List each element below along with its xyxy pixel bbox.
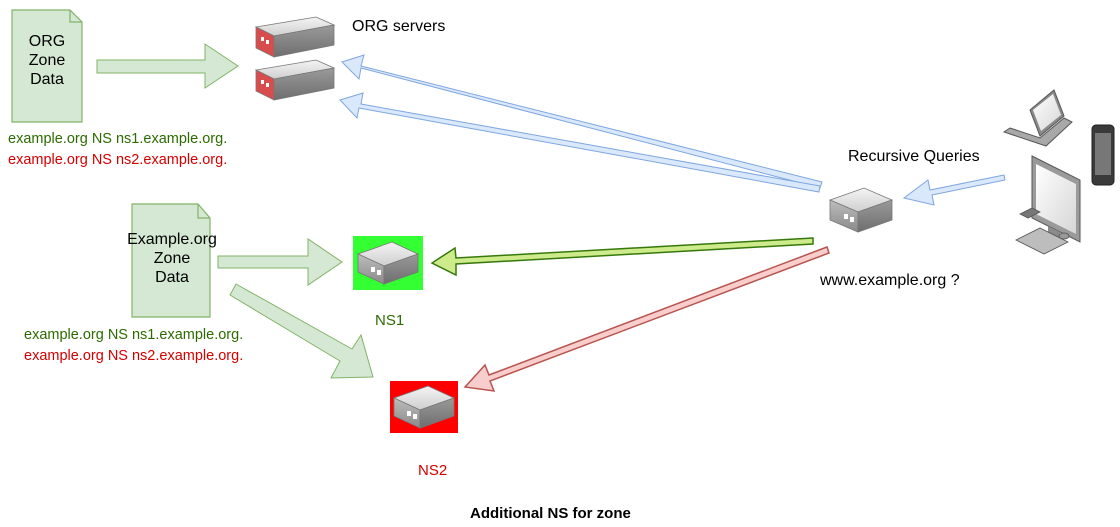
recursive-queries-label: Recursive Queries (848, 148, 980, 165)
org-zone-document (11, 9, 83, 123)
arrow-resolver-to-ns2 (463, 246, 830, 392)
example-zone-document (131, 203, 211, 318)
org-server-bottom (254, 59, 336, 101)
desktop-computer-icon (1015, 155, 1081, 255)
org-server-top (254, 16, 336, 58)
arrow-resolver-to-org-lower (339, 92, 821, 193)
example-record-ns1: example.org NS ns1.example.org. (24, 327, 244, 343)
smartphone-icon (1091, 124, 1115, 186)
diagram-title: Additional NS for zone (470, 505, 631, 522)
example-zone-line-3: Data (155, 269, 189, 286)
org-zone-line-3: Data (30, 71, 64, 88)
arrow-example-zone-to-ns2 (229, 283, 374, 379)
query-label: www.example.org ? (820, 272, 960, 289)
org-zone-doc-label: ORG Zone Data (12, 32, 82, 89)
recursive-resolver (828, 187, 894, 233)
arrow-example-zone-to-ns1 (217, 238, 343, 286)
ns1-label: NS1 (375, 312, 405, 329)
example-record-ns2: example.org NS ns2.example.org. (24, 348, 244, 364)
example-zone-line-2: Zone (153, 250, 191, 267)
arrow-org-zone-to-servers (96, 43, 239, 89)
example-zone-line-1: Example.org (127, 231, 217, 248)
ns1-server (353, 236, 423, 290)
ns2-label: NS2 (418, 462, 448, 479)
ns2-server (390, 381, 458, 433)
arrow-resolver-to-org-upper (341, 54, 823, 189)
org-record-ns2: example.org NS ns2.example.org. (8, 152, 228, 168)
org-zone-line-1: ORG (28, 33, 66, 50)
org-zone-line-2: Zone (28, 52, 66, 69)
example-zone-doc-label: Example.org Zone Data (112, 230, 232, 287)
arrow-client-to-resolver (902, 174, 1006, 206)
arrow-resolver-to-ns1 (430, 237, 814, 277)
org-record-ns1: example.org NS ns1.example.org. (8, 131, 228, 147)
laptop-icon (1002, 89, 1073, 147)
org-servers-label: ORG servers (352, 18, 446, 35)
